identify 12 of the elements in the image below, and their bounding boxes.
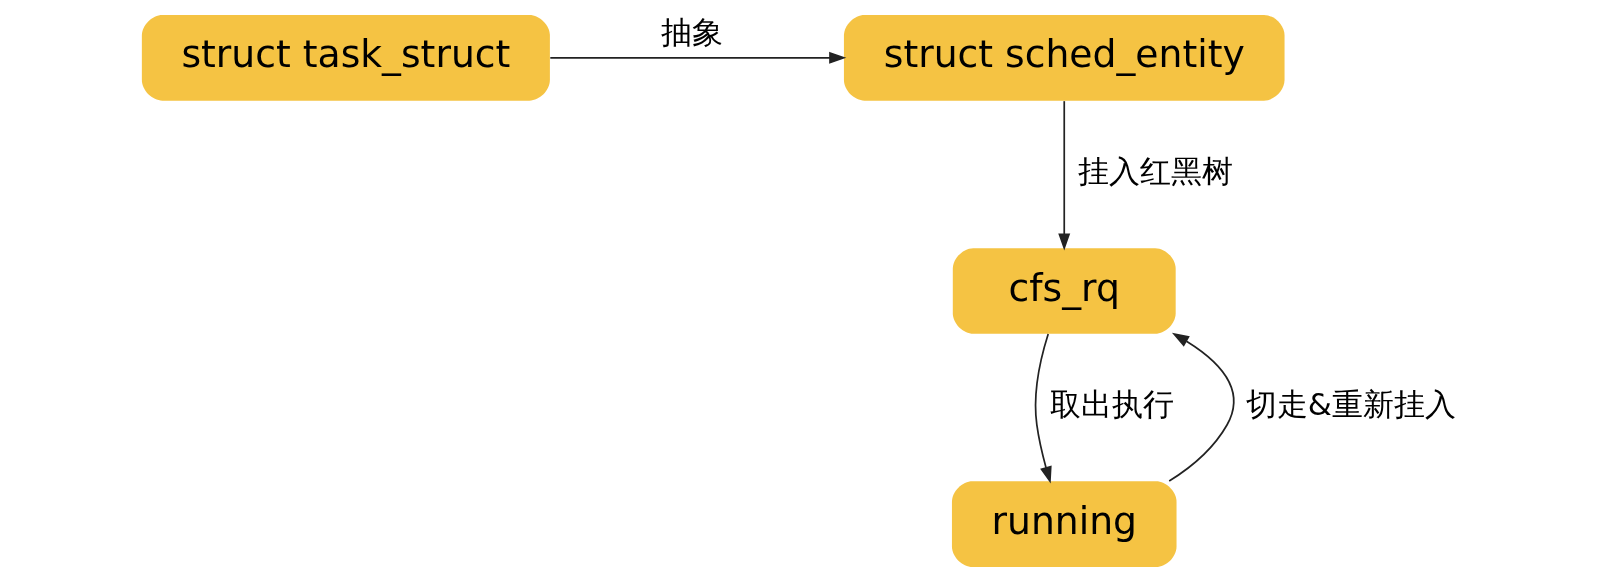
arrow <box>1034 333 1052 484</box>
node-box: running <box>951 481 1177 568</box>
edge-label: 挂入红黑树 <box>1077 152 1233 189</box>
node-box: struct task_struct <box>141 14 550 101</box>
arrow <box>1058 100 1071 251</box>
arrow <box>1168 332 1235 482</box>
arrow <box>549 51 847 64</box>
edge-label: 切走&重新挂入 <box>1245 386 1456 423</box>
edge-label: 取出执行 <box>1050 386 1175 423</box>
node-box: cfs_rq <box>952 248 1176 334</box>
edge-label: 抽象 <box>660 14 724 51</box>
node-box: struct sched_entity <box>843 14 1285 101</box>
